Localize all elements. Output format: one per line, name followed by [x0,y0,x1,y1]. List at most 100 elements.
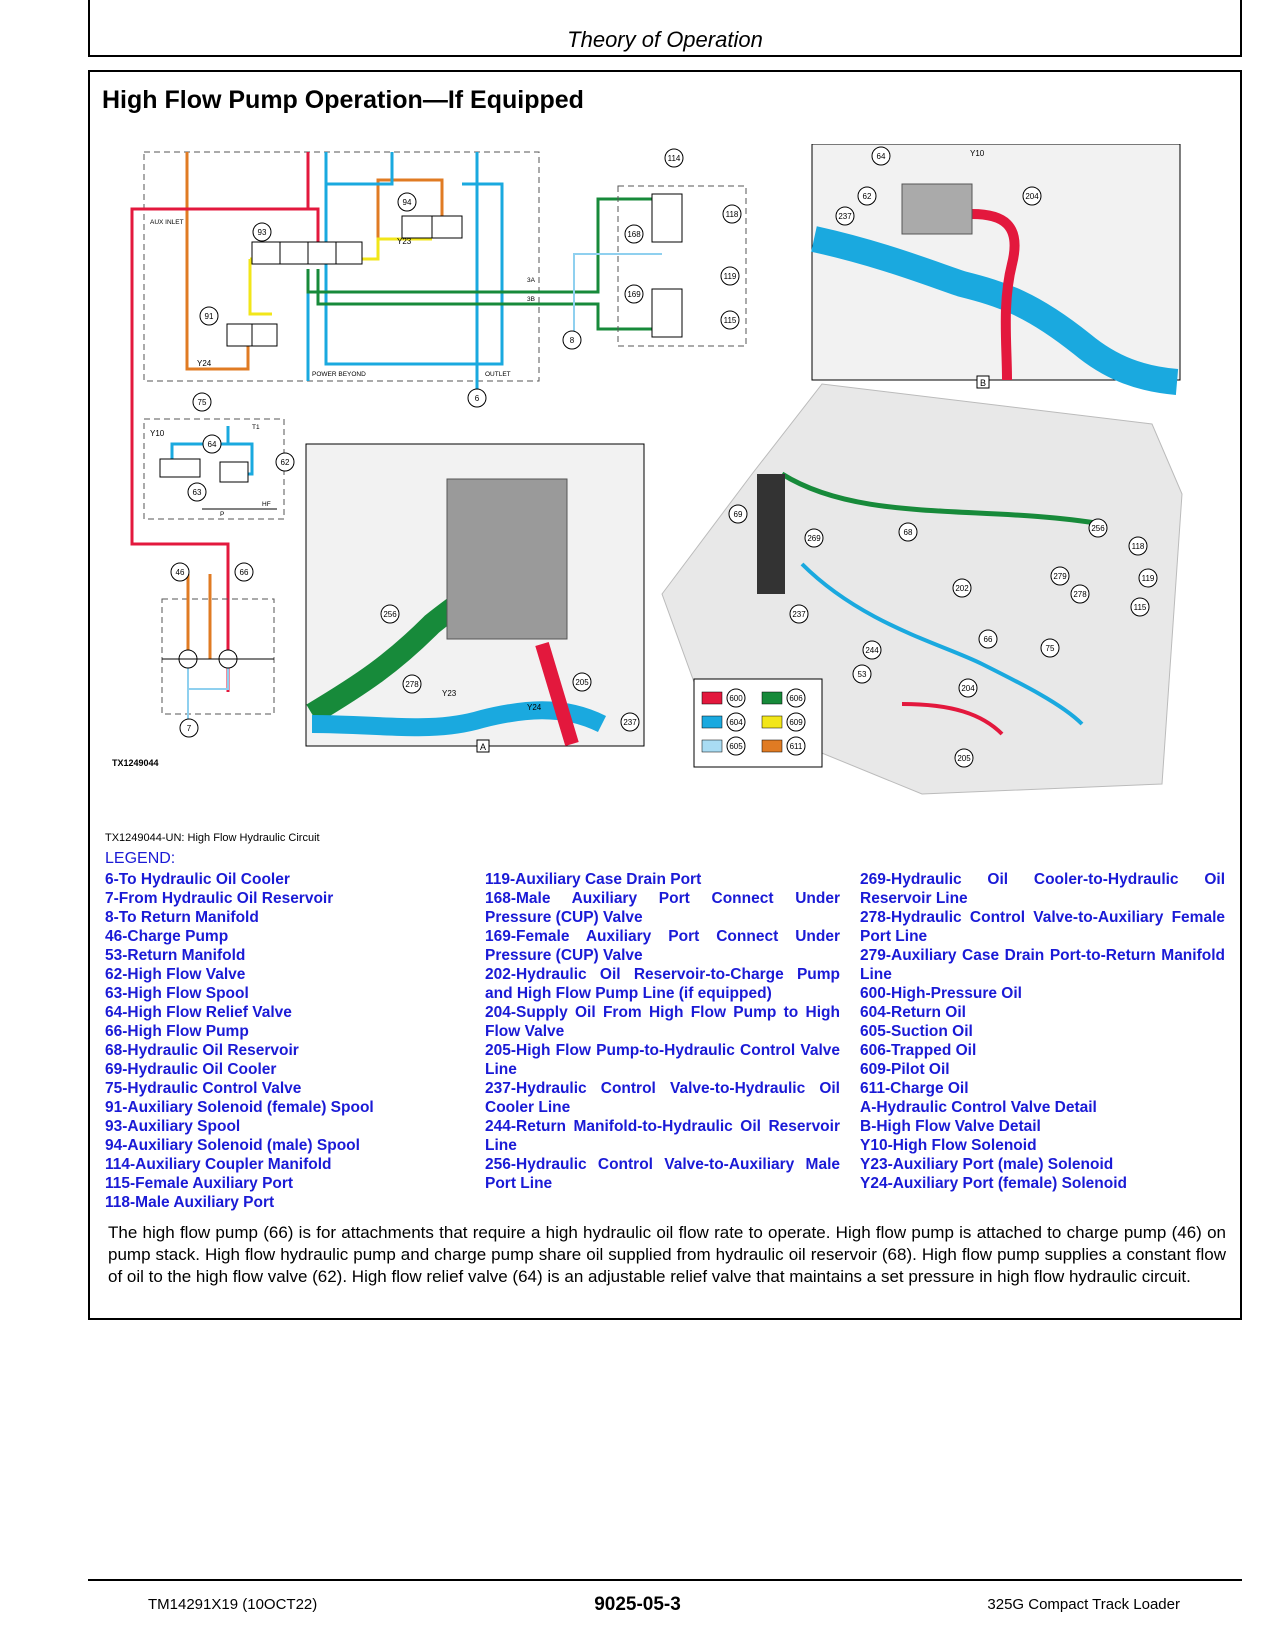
callout-label: 278 [405,680,419,689]
callout-202: 202 [952,578,972,598]
callout-circle [234,562,254,582]
callout-7: 7 [179,718,199,738]
legend-item: 69-Hydraulic Oil Cooler [105,1061,277,1078]
callout-circle [871,146,891,166]
callout-115: 115 [1130,597,1150,617]
callout-circle [170,562,190,582]
callout-label: 244 [865,646,879,655]
relief-valve-symbol [219,461,249,483]
callout-label: 115 [724,316,737,325]
callout-label: 118 [726,210,739,219]
callout-circle [572,672,592,692]
callout-label: 119 [724,272,737,281]
callout-label: 62 [281,458,290,467]
callout-75: 75 [192,392,212,412]
callout-label: 66 [240,568,249,577]
photo-line-205 [535,641,579,747]
solenoid-label-y24: Y24 [197,359,212,368]
callout-label: 64 [208,440,217,449]
callout-circle [1050,566,1070,586]
coupler-manifold-box [617,185,747,347]
color-code-circle [726,736,746,756]
detail-b-tag: B [980,378,986,388]
callout-205: 205 [954,748,974,768]
legend-heading: LEGEND: [105,850,176,867]
legend-item: 64-High Flow Relief Valve [105,1004,292,1021]
detail-a-tag: A [480,742,486,752]
callout-label: 269 [807,534,821,543]
callout-64: 64 [202,434,222,454]
callout-256: 256 [1088,518,1108,538]
callout-94: 94 [397,192,417,212]
callout-label: 118 [1132,542,1145,551]
legend-item: A-Hydraulic Control Valve Detail [860,1099,1097,1116]
figure-svg: AUX INLET POWER BEYOND OUTLET 3A 3B [112,143,1183,795]
color-swatch [701,715,723,729]
callout-circle [199,306,219,326]
callout-69: 69 [728,504,748,524]
callout-62: 62 [857,186,877,206]
callout-269: 269 [804,528,824,548]
callout-53: 53 [852,664,872,684]
callout-circle [954,748,974,768]
footer-machine: 325G Compact Track Loader [987,1596,1180,1613]
p-label: P [220,511,224,518]
legend-item: 169-Female Auxiliary Port Connect Under … [485,928,840,964]
control-valve-photo [446,478,568,640]
callout-93: 93 [252,222,272,242]
callout-label: 205 [957,754,971,763]
callout-118: 118 [722,204,742,224]
color-swatch [761,691,783,705]
legend-item: Y24-Auxiliary Port (female) Solenoid [860,1175,1128,1192]
callout-label: 278 [1073,590,1087,599]
callout-label: 237 [792,610,806,619]
legend-item: 68-Hydraulic Oil Reservoir [105,1042,299,1059]
color-code-label: 611 [790,742,803,751]
footer-page-number: 9025-05-3 [594,1594,681,1615]
callout-237: 237 [835,206,855,226]
callout-circle [192,392,212,412]
callout-169: 169 [624,284,644,304]
callout-label: 168 [627,230,641,239]
callout-label: 256 [383,610,397,619]
page-header: Theory of Operation [88,0,1242,57]
solenoid-label-y10: Y10 [150,429,165,438]
callout-119: 119 [1138,568,1158,588]
callout-label: 8 [570,336,575,345]
callout-237: 237 [789,604,809,624]
color-code-label: 604 [729,718,743,727]
legend-item: 278-Hydraulic Control Valve-to-Auxiliary… [860,909,1225,945]
legend-item: 256-Hydraulic Control Valve-to-Auxiliary… [485,1156,840,1192]
content-box: High Flow Pump Operation—If Equipped AUX… [88,70,1242,1320]
callout-label: 68 [904,528,913,537]
callout-circle [664,148,684,168]
port-3a-label: 3A [527,277,536,284]
callout-278: 278 [1070,584,1090,604]
color-swatch [761,739,783,753]
color-swatch [701,691,723,705]
legend-item: 53-Return Manifold [105,947,246,964]
callout-66: 66 [978,629,998,649]
callout-label: 75 [1046,644,1055,653]
color-swatch [701,739,723,753]
callout-114: 114 [664,148,684,168]
legend-item: 8-To Return Manifold [105,909,259,926]
callout-circle [624,284,644,304]
callout-label: 91 [205,312,214,321]
callout-label: 256 [1091,524,1105,533]
color-key-item-600: 600 [701,688,746,708]
callout-46: 46 [170,562,190,582]
callout-64: 64 [871,146,891,166]
callout-circle [202,434,222,454]
t1-label: T1 [252,424,260,431]
hydraulic-circuit-figure: AUX INLET POWER BEYOND OUTLET 3A 3B [102,143,1212,889]
callout-circle [1088,518,1108,538]
callout-237: 237 [620,712,640,732]
legend-item: B-High Flow Valve Detail [860,1118,1041,1135]
power-beyond-label: POWER BEYOND [312,371,366,378]
callout-label: 204 [1025,192,1039,201]
legend-item: 118-Male Auxiliary Port [105,1194,275,1211]
legend-item: 63-High Flow Spool [105,985,249,1002]
